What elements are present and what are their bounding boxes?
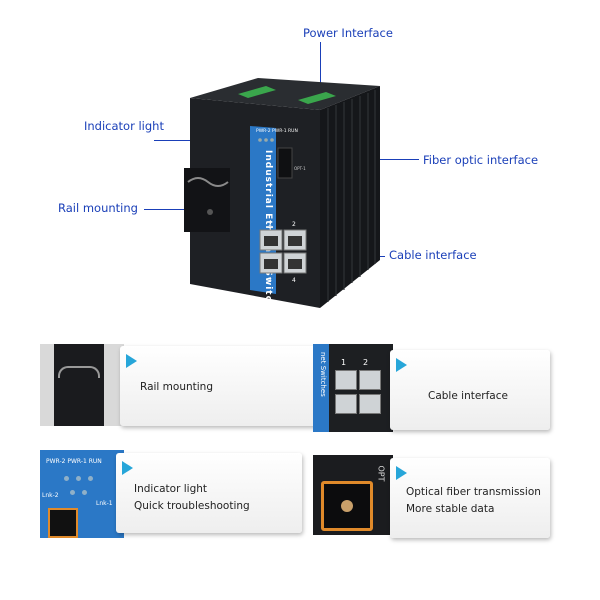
rail-thumbnail (40, 344, 124, 426)
indicator-thumb-text: PWR-2 PWR-1 RUN (46, 458, 102, 465)
din-rail-clip (184, 168, 230, 232)
indicator-led (88, 476, 93, 481)
rail-spring-shape (58, 366, 100, 378)
cable-card-panel: Cable interface (390, 350, 550, 430)
cable-thumb-blue-strip (313, 344, 329, 432)
callout-indicator-label: Indicator light (84, 119, 164, 133)
indicator-card-line2: Quick troubleshooting (134, 500, 250, 512)
rj45-ports (259, 229, 307, 274)
indicator-thumbnail: PWR-2 PWR-1 RUN Lnk-2 Lnk-1 (40, 450, 124, 538)
heatsink-fins (327, 90, 376, 302)
cable-card-triangle (396, 358, 407, 372)
cable-card-text: Cable interface (428, 390, 508, 402)
cable-thumb-port (359, 394, 381, 414)
port-number-2: 2 (292, 221, 296, 228)
fiber-card-panel: Optical fiber transmission More stable d… (390, 458, 550, 538)
cable-thumbnail: net Switches 1 2 (313, 344, 393, 432)
led-labels: PWR-2 PWR-1 RUN (256, 128, 298, 134)
blue-label-panel (250, 126, 276, 294)
callout-cable-label: Cable interface (389, 248, 477, 262)
rail-clip-body (54, 344, 104, 426)
indicator-card-panel: Indicator light Quick troubleshooting (116, 453, 302, 533)
cable-thumb-num-2: 2 (363, 358, 369, 367)
callout-rail-label: Rail mounting (58, 201, 138, 215)
led-pwr1 (264, 138, 268, 142)
rail-leader-line (144, 209, 208, 210)
indicator-card-line1: Indicator light (134, 483, 208, 495)
rail-card-triangle (126, 354, 137, 368)
indicator-card-triangle (122, 461, 133, 475)
callout-power-label: Power Interface (303, 26, 393, 40)
indicator-thumb-lnk1: Lnk-1 (96, 500, 113, 507)
indicator-thumb-lnk2: Lnk-2 (42, 492, 59, 499)
port-number-1: 1 (268, 221, 272, 228)
port-number-4: 4 (292, 277, 296, 284)
opt-label: OPT-1 (294, 166, 306, 171)
fiber-thumb-port-core (341, 500, 353, 512)
device-top-surface (190, 78, 380, 110)
cable-thumb-port (359, 370, 381, 390)
power-terminal-block (238, 86, 276, 98)
mount-screw (207, 209, 213, 215)
industrial-switch-illustration: Industrial Ethernet Switches PWR-2 PWR-1… (184, 78, 380, 320)
cable-thumb-text: net Switches (319, 352, 327, 397)
rail-spring (187, 177, 229, 187)
indicator-thumb-port (48, 508, 78, 538)
fiber-thumb-opt: OPT (376, 465, 386, 482)
fiber-thumbnail: OPT (313, 455, 393, 535)
fiber-port (277, 147, 293, 179)
led-pwr2 (258, 138, 262, 142)
fiber-card-line2: More stable data (406, 503, 495, 515)
cable-thumb-num-1: 1 (341, 358, 347, 367)
fiber-card-line1: Optical fiber transmission (406, 486, 541, 498)
cable-thumb-port (335, 370, 357, 390)
fiber-card-triangle (396, 466, 407, 480)
indicator-led (76, 476, 81, 481)
port-number-3: 3 (268, 277, 272, 284)
indicator-led (64, 476, 69, 481)
power-terminal-block-2 (298, 92, 336, 104)
power-leader-line (320, 42, 321, 96)
led-run (270, 138, 274, 142)
callout-fiber-label: Fiber optic interface (423, 153, 539, 167)
rail-card-text: Rail mounting (140, 381, 213, 393)
fiber-thumb-port (321, 481, 373, 531)
device-right-side (320, 86, 380, 308)
indicator-led (82, 490, 87, 495)
cable-thumb-port (335, 394, 357, 414)
indicator-led (70, 490, 75, 495)
